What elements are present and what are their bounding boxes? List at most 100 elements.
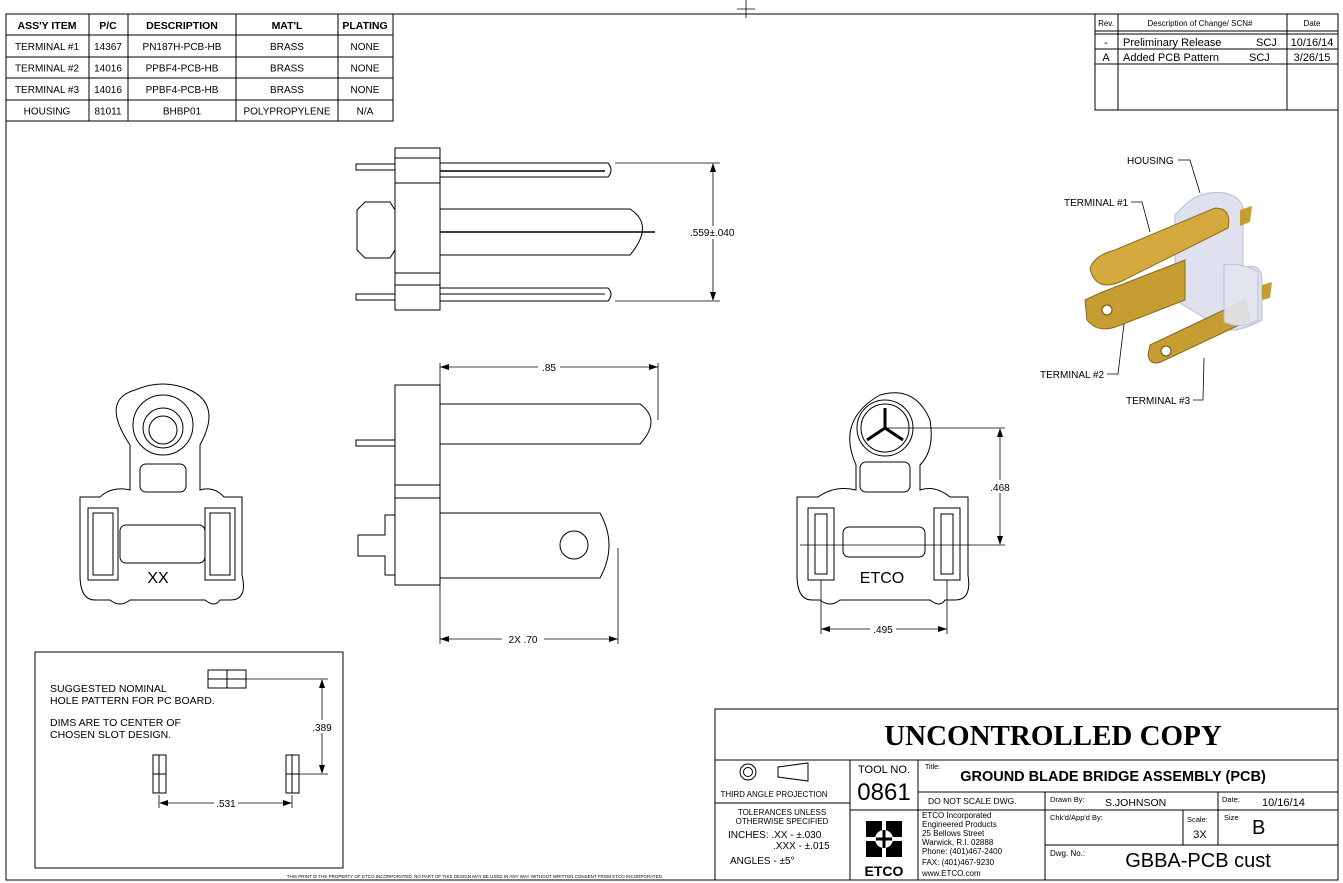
revision-table: Rev. Description of Change/ SCN# Date - … — [1094, 13, 1339, 111]
no-scale-note: DO NOT SCALE DWG. — [928, 796, 1017, 806]
bom-cell: POLYPROPYLENE — [243, 107, 330, 118]
title-block: UNCONTROLLED COPY THIRD ANGLE PROJECTION… — [714, 708, 1339, 881]
bom-cell: NONE — [351, 85, 380, 96]
scale: 3X — [1193, 829, 1207, 841]
title-label: Title: — [925, 764, 940, 771]
note-text: SUGGESTED NOMINAL — [50, 683, 167, 695]
bom-cell: BRASS — [270, 85, 304, 96]
bom-cell: 81011 — [94, 107, 122, 118]
bom-cell: BRASS — [270, 64, 304, 75]
drawn-by: S.JOHNSON — [1105, 797, 1166, 809]
callout-housing: HOUSING — [1127, 156, 1174, 167]
bom-header: DESCRIPTION — [146, 20, 218, 32]
date: 10/16/14 — [1262, 797, 1305, 809]
dim-label: .85 — [542, 363, 556, 374]
size-label: Size — [1224, 813, 1239, 822]
address-line: www.ETCO.com — [921, 869, 981, 878]
bom-cell: BHBP01 — [163, 107, 202, 118]
dwg-no-label: Dwg. No.: — [1050, 849, 1085, 858]
rev-desc: Added PCB Pattern — [1123, 52, 1219, 64]
address-line: ETCO Incorporated — [922, 811, 991, 820]
part-marking: XX — [147, 570, 169, 587]
drawing-number: GBBA-PCB cust — [1125, 850, 1271, 872]
part-marking: ETCO — [860, 570, 904, 587]
callout-terminal-3: TERMINAL #3 — [1126, 396, 1191, 407]
callout-terminal-2: TERMINAL #2 — [1040, 370, 1105, 381]
address-line: FAX: (401)467-9230 — [922, 858, 995, 867]
rev-by: SCJ — [1249, 52, 1270, 64]
checked-by-label: Chk'd/App'd By: — [1050, 813, 1103, 822]
bom-cell: 14367 — [94, 42, 122, 53]
bom-cell: PN187H-PCB-HB — [143, 42, 222, 53]
dim-label: .495 — [873, 625, 893, 636]
date-label: Date: — [1222, 795, 1240, 804]
dim-label: .559±.040 — [690, 228, 735, 239]
bom-cell: 14016 — [94, 64, 122, 75]
right-end-view: ETCO .468 .495 — [796, 392, 1012, 636]
callouts: HOUSING TERMINAL #1 TERMINAL #2 TERMINAL… — [1040, 156, 1205, 407]
drawn-by-label: Drawn By: — [1050, 795, 1085, 804]
bom-cell: NONE — [351, 42, 380, 53]
company-address: ETCO Incorporated Engineered Products 25… — [921, 811, 1003, 878]
note-text: CHOSEN SLOT DESIGN. — [50, 729, 171, 741]
pcb-hole-pattern: SUGGESTED NOMINAL HOLE PATTERN FOR PC BO… — [34, 651, 344, 869]
property-notice: THIS PRINT IS THE PROPERTY OF ETCO INCOR… — [287, 874, 663, 879]
bom-cell: 14016 — [94, 85, 122, 96]
left-end-view: XX — [79, 383, 244, 605]
note-text: HOLE PATTERN FOR PC BOARD. — [50, 695, 215, 707]
isometric-render — [1084, 192, 1272, 364]
rev-header: Rev. — [1098, 19, 1114, 28]
rev-header: Date — [1304, 19, 1321, 28]
address-line: Engineered Products — [922, 820, 997, 829]
tolerance-text: .XXX - ±.015 — [773, 841, 830, 852]
uncontrolled-copy-banner: UNCONTROLLED COPY — [884, 720, 1222, 752]
logo-text: ETCO — [865, 863, 904, 879]
dim-label: .389 — [312, 723, 332, 734]
tolerance-text: INCHES: .XX - ±.030 — [728, 830, 822, 841]
bom-header: PLATING — [342, 20, 387, 32]
top-view — [355, 147, 655, 311]
rev-date: 3/26/15 — [1294, 52, 1331, 64]
rev-code: - — [1104, 37, 1108, 49]
address-line: Phone: (401)467-2400 — [922, 847, 1003, 856]
callout-terminal-1: TERMINAL #1 — [1064, 198, 1129, 209]
third-angle-projection-icon — [739, 762, 809, 782]
dim-label: .468 — [990, 483, 1010, 494]
bom-cell: TERMINAL #2 — [15, 64, 80, 75]
dimension-height: .559±.040 — [615, 162, 740, 302]
sheet-size: B — [1252, 817, 1265, 839]
etco-logo: ETCO — [865, 821, 904, 879]
bom-cell: BRASS — [270, 42, 304, 53]
tool-no-label: TOOL NO. — [858, 764, 910, 776]
tolerance-text: OTHERWISE SPECIFIED — [736, 817, 829, 826]
bom-cell: PPBF4-PCB-HB — [146, 64, 219, 75]
rev-by: SCJ — [1256, 37, 1277, 49]
bom-cell: NONE — [351, 64, 380, 75]
center-mark — [737, 0, 755, 18]
bom-cell: N/A — [357, 107, 374, 118]
bom-table: ASS'Y ITEM P/C DESCRIPTION MAT'L PLATING… — [5, 13, 394, 122]
drawing-title: GROUND BLADE BRIDGE ASSEMBLY (PCB) — [960, 769, 1266, 785]
bom-header: MAT'L — [272, 20, 303, 32]
sheet-border — [5, 13, 1339, 881]
side-view: .85 2X .70 — [355, 360, 659, 646]
bom-cell: TERMINAL #3 — [15, 85, 80, 96]
projection-label: THIRD ANGLE PROJECTION — [720, 790, 827, 799]
tolerance-text: TOLERANCES UNLESS — [738, 808, 826, 817]
tool-no: 0861 — [857, 779, 910, 806]
rev-code: A — [1102, 52, 1110, 64]
tolerance-text: ANGLES - ±5° — [730, 856, 795, 867]
address-line: Warwick, R.I. 02888 — [922, 838, 994, 847]
bom-cell: HOUSING — [24, 107, 71, 118]
bom-cell: PPBF4-PCB-HB — [146, 85, 219, 96]
dim-label: .531 — [216, 799, 236, 810]
bom-header: ASS'Y ITEM — [18, 20, 77, 32]
rev-date: 10/16/14 — [1291, 37, 1334, 49]
note-text: DIMS ARE TO CENTER OF — [50, 717, 181, 729]
dim-label: 2X .70 — [509, 635, 538, 646]
scale-label: Scale: — [1187, 815, 1208, 824]
rev-header: Description of Change/ SCN# — [1148, 19, 1253, 28]
address-line: 25 Bellows Street — [922, 829, 985, 838]
bom-header: P/C — [99, 20, 117, 32]
